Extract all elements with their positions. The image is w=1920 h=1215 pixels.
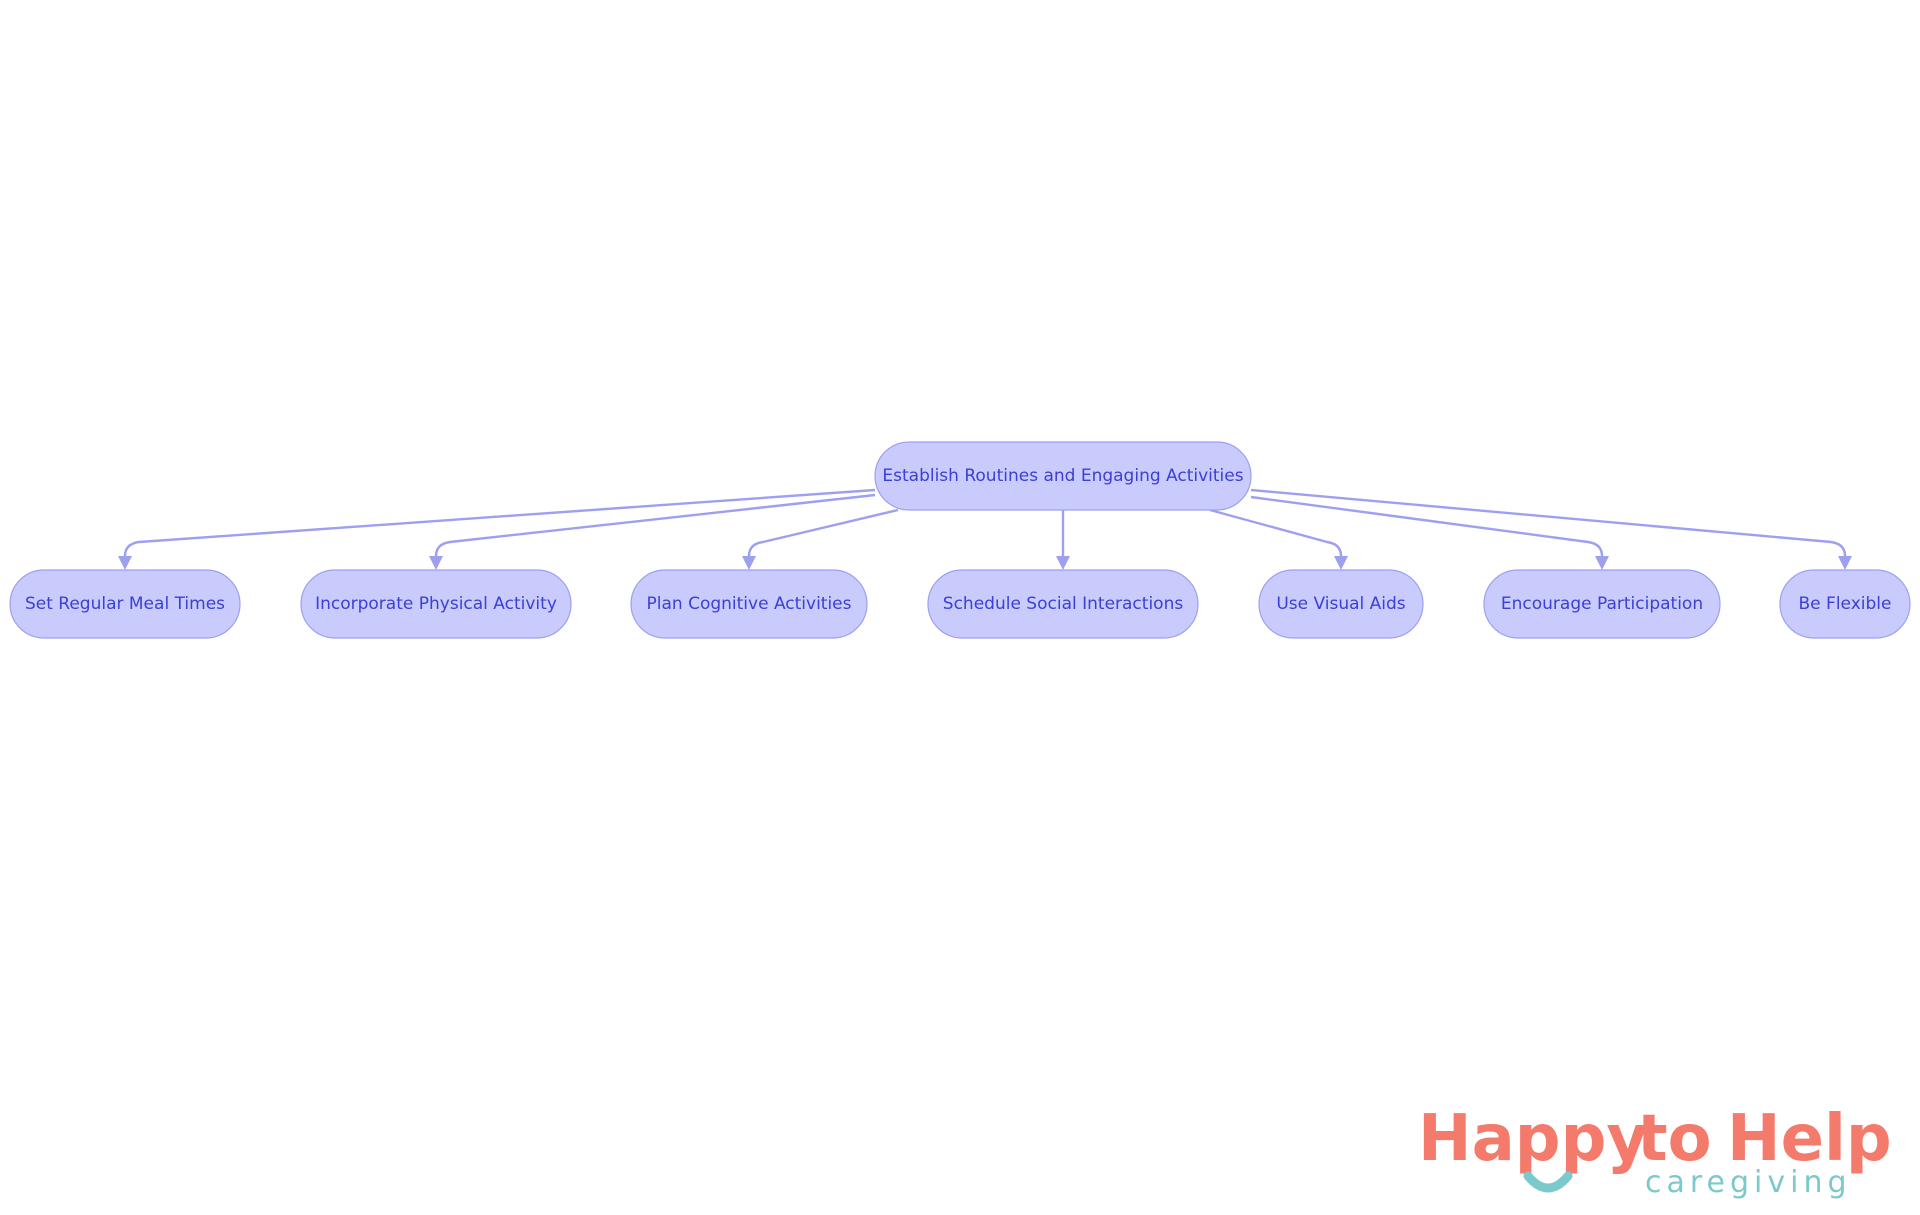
child-node-label: Encourage Participation bbox=[1501, 594, 1703, 614]
child-node-be-flexible: Be Flexible bbox=[1779, 569, 1911, 639]
arrowhead-icon bbox=[742, 556, 756, 570]
child-node-visual-aids: Use Visual Aids bbox=[1258, 569, 1424, 639]
child-node-label: Plan Cognitive Activities bbox=[647, 594, 852, 614]
child-node-box bbox=[1258, 569, 1424, 639]
child-node-label: Use Visual Aids bbox=[1276, 594, 1405, 614]
smile-icon bbox=[1523, 1171, 1573, 1193]
child-node-social-interactions: Schedule Social Interactions bbox=[927, 569, 1199, 639]
logo-word-help: Help bbox=[1727, 1102, 1892, 1176]
arrowhead-icon bbox=[1056, 556, 1070, 570]
arrowhead-icon bbox=[1838, 556, 1852, 570]
root-node: Establish Routines and Engaging Activiti… bbox=[874, 441, 1252, 511]
child-node-box bbox=[1483, 569, 1721, 639]
child-node-layer: Set Regular Meal Times Incorporate Physi… bbox=[9, 569, 1911, 639]
child-node-box bbox=[9, 569, 241, 639]
child-node-label: Set Regular Meal Times bbox=[25, 594, 225, 614]
child-node-box bbox=[300, 569, 572, 639]
arrowhead-icon bbox=[1595, 556, 1609, 570]
logo-word-to: to bbox=[1637, 1102, 1712, 1176]
child-node-box bbox=[927, 569, 1199, 639]
edge-line-5 bbox=[1209, 508, 1343, 557]
child-node-encourage-participation: Encourage Participation bbox=[1483, 569, 1721, 639]
logo-tagline: caregiving bbox=[1645, 1165, 1852, 1200]
edge-layer bbox=[118, 488, 1852, 570]
child-node-box bbox=[1779, 569, 1911, 639]
arrowhead-icon bbox=[1334, 556, 1348, 570]
logo-word-happy: Happy bbox=[1418, 1102, 1648, 1176]
child-node-label: Be Flexible bbox=[1799, 594, 1892, 614]
arrowhead-icon bbox=[118, 556, 132, 570]
edge-line-6 bbox=[1250, 495, 1604, 557]
child-node-meal-times: Set Regular Meal Times bbox=[9, 569, 241, 639]
arrowhead-icon bbox=[429, 556, 443, 570]
edge-line-7 bbox=[1250, 488, 1847, 557]
edge-line-3 bbox=[747, 508, 899, 557]
child-node-label: Incorporate Physical Activity bbox=[315, 594, 557, 614]
child-node-physical-activity: Incorporate Physical Activity bbox=[300, 569, 572, 639]
child-node-label: Schedule Social Interactions bbox=[943, 594, 1184, 614]
edge-line-1 bbox=[123, 488, 876, 557]
happy-to-help-logo: Happy to Help caregiving bbox=[1418, 1102, 1892, 1200]
child-node-cognitive-activities: Plan Cognitive Activities bbox=[630, 569, 868, 639]
root-node-box bbox=[874, 441, 1252, 511]
root-node-label: Establish Routines and Engaging Activiti… bbox=[882, 466, 1243, 486]
edge-line-2 bbox=[434, 493, 876, 557]
child-node-box bbox=[630, 569, 868, 639]
